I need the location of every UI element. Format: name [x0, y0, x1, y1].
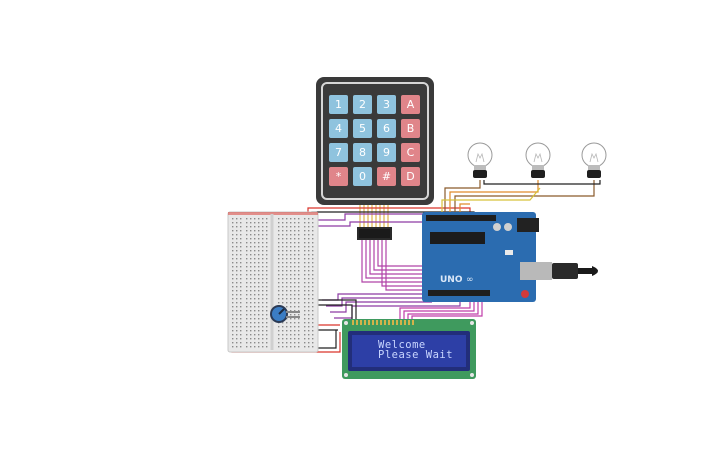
lcd-display[interactable]: Welcome Please Wait [342, 319, 476, 379]
keypad-key-label: C [407, 146, 415, 159]
breadboard-holes [232, 218, 314, 348]
keypad-key-label: D [406, 170, 414, 183]
breadboard[interactable] [227, 211, 319, 353]
keypad-key-label: 8 [359, 146, 366, 159]
keypad-key[interactable]: C [401, 143, 420, 162]
keypad-key[interactable]: 6 [377, 119, 396, 138]
power-jack [517, 218, 539, 232]
keypad-key[interactable]: 8 [353, 143, 372, 162]
keypad-key-label: A [407, 98, 415, 111]
svg-text:UNO: UNO [440, 275, 463, 285]
usb-cable [552, 263, 598, 279]
keypad-key-label: 2 [359, 98, 366, 111]
keypad-key[interactable]: 5 [353, 119, 372, 138]
keypad-key[interactable]: 9 [377, 143, 396, 162]
bulb-wires [441, 180, 601, 214]
keypad-key[interactable]: D [401, 167, 420, 186]
lcd-pins [352, 320, 414, 325]
keypad-key[interactable]: 3 [377, 95, 396, 114]
digital-header [426, 215, 496, 221]
keypad-key-label: 0 [359, 170, 366, 183]
lcd-line-2: Please Wait [378, 349, 453, 361]
keypad-key[interactable]: 4 [329, 119, 348, 138]
header-to-arduino-wires [361, 240, 430, 291]
keypad-key[interactable]: B [401, 119, 420, 138]
keypad-key[interactable]: # [377, 167, 396, 186]
usb-port [520, 262, 552, 280]
svg-text:∞: ∞ [466, 275, 474, 285]
keypad-key-label: * [336, 170, 342, 183]
light-bulb[interactable] [467, 142, 493, 178]
keypad-key-label: B [407, 122, 415, 135]
keypad-key-label: 9 [383, 146, 390, 159]
light-bulb[interactable] [525, 142, 551, 178]
keypad-key-label: 1 [335, 98, 342, 111]
reset-button[interactable] [521, 290, 529, 298]
keypad-header [357, 227, 392, 240]
keypad-key[interactable]: 7 [329, 143, 348, 162]
keypad-key-label: 7 [335, 146, 342, 159]
light-bulbs [467, 142, 607, 178]
keypad-key-label: 4 [335, 122, 342, 135]
lcd-line-1: Welcome [378, 339, 426, 351]
keypad-key-label: 5 [359, 122, 366, 135]
arduino-uno[interactable]: UNO ∞ [422, 212, 552, 302]
lcd-data-wires [399, 298, 483, 320]
keypad-key[interactable]: * [329, 167, 348, 186]
keypad-key-label: # [382, 170, 391, 183]
keypad-ribbon-wires [359, 205, 389, 228]
keypad-key[interactable]: 0 [353, 167, 372, 186]
atmega-chip [430, 232, 485, 244]
keypad-key-label: 6 [383, 122, 390, 135]
light-bulb[interactable] [581, 142, 607, 178]
keypad-keys: 1 2 3 A 4 5 6 B 7 8 9 C * 0 # D [329, 95, 420, 186]
keypad-key-label: 3 [383, 98, 390, 111]
keypad[interactable]: 1 2 3 A 4 5 6 B 7 8 9 C * 0 # D [316, 77, 434, 205]
lcd-screen [352, 335, 466, 367]
keypad-key[interactable]: 2 [353, 95, 372, 114]
potentiometer[interactable] [270, 305, 300, 323]
keypad-key[interactable]: A [401, 95, 420, 114]
analog-header [428, 290, 490, 296]
keypad-key[interactable]: 1 [329, 95, 348, 114]
